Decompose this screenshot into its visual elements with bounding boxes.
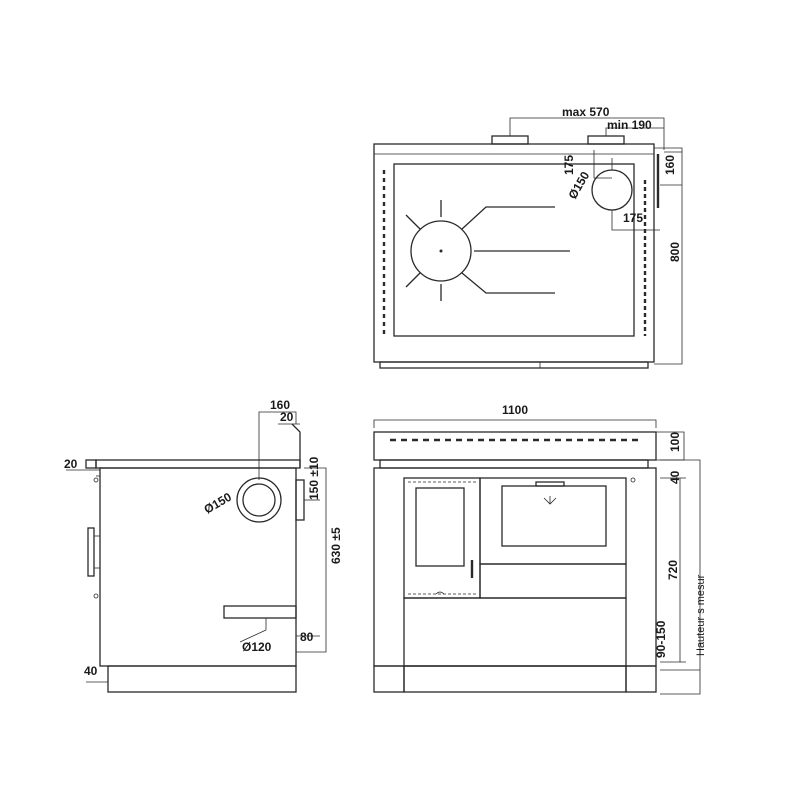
- dim-line-height: [660, 459, 701, 695]
- top-flue-collar-left: [491, 135, 529, 145]
- side-view: 160 20 20 Ø150 150 ±10 630 ±5 Ø120 80 40: [64, 398, 343, 693]
- dim-40-side: 40: [84, 664, 98, 678]
- plinth-center: [403, 665, 627, 693]
- side-handle: [87, 527, 95, 577]
- top-view: max 570 min 190 175 Ø150 175 160 800: [373, 105, 683, 369]
- dim-20-top: 20: [280, 410, 294, 424]
- dim-720: 720: [666, 560, 680, 580]
- side-base: [107, 665, 297, 693]
- dim-line-width: [373, 419, 657, 428]
- dim-175-horizontal: 175: [623, 211, 643, 225]
- dim-40-front: 40: [668, 470, 682, 484]
- dim-100: 100: [668, 432, 682, 452]
- dim-min-190: min 190: [607, 118, 652, 132]
- dim-line-depth: [654, 147, 683, 365]
- front-view: 1100 100 40 720 90-150 Hauteur s mesur: [373, 403, 707, 695]
- firebox-window: [415, 487, 465, 567]
- dim-150-tol: 150 ±10: [307, 456, 321, 500]
- plinth-right: [625, 665, 657, 693]
- top-base-plinth: [379, 361, 649, 369]
- flue-outlet-circle: [591, 169, 633, 211]
- lower-drawer: [403, 597, 627, 667]
- small-drawer: [479, 563, 627, 599]
- dim-160-right: 160: [663, 155, 677, 175]
- dim-max-570: max 570: [562, 105, 610, 119]
- dim-160-top: 160: [270, 398, 290, 412]
- dim-90-150: 90-150: [654, 620, 668, 658]
- dim-20-left: 20: [64, 457, 78, 471]
- dim-175-vertical: 175: [562, 155, 576, 175]
- dim-line-max-570: [509, 117, 665, 150]
- side-body-outline: [99, 467, 297, 667]
- top-flue-collar-right: [587, 135, 625, 145]
- hotplate-ring: [410, 220, 472, 282]
- dim-630-tol: 630 ±5: [329, 527, 343, 564]
- dim-line-160: [258, 411, 297, 480]
- side-air-inlet: [223, 605, 297, 619]
- top-body-outline: [373, 143, 655, 363]
- side-top-slab: [95, 459, 301, 469]
- dim-800-depth: 800: [668, 242, 682, 262]
- front-top-hob: [373, 431, 657, 461]
- plinth-left: [373, 665, 405, 693]
- oven-window: [501, 485, 607, 547]
- dim-80: 80: [300, 630, 314, 644]
- label-custom-height: Hauteur s mesur: [695, 574, 707, 656]
- side-flue-pipe: [291, 423, 301, 468]
- dim-side-outlet-diameter: Ø150: [202, 490, 235, 517]
- hob-plate: [393, 163, 635, 337]
- oven-handle: [535, 481, 565, 487]
- dim-1100: 1100: [502, 403, 528, 417]
- dim-inlet-diameter: Ø120: [242, 640, 272, 654]
- logo-icon: [543, 496, 557, 505]
